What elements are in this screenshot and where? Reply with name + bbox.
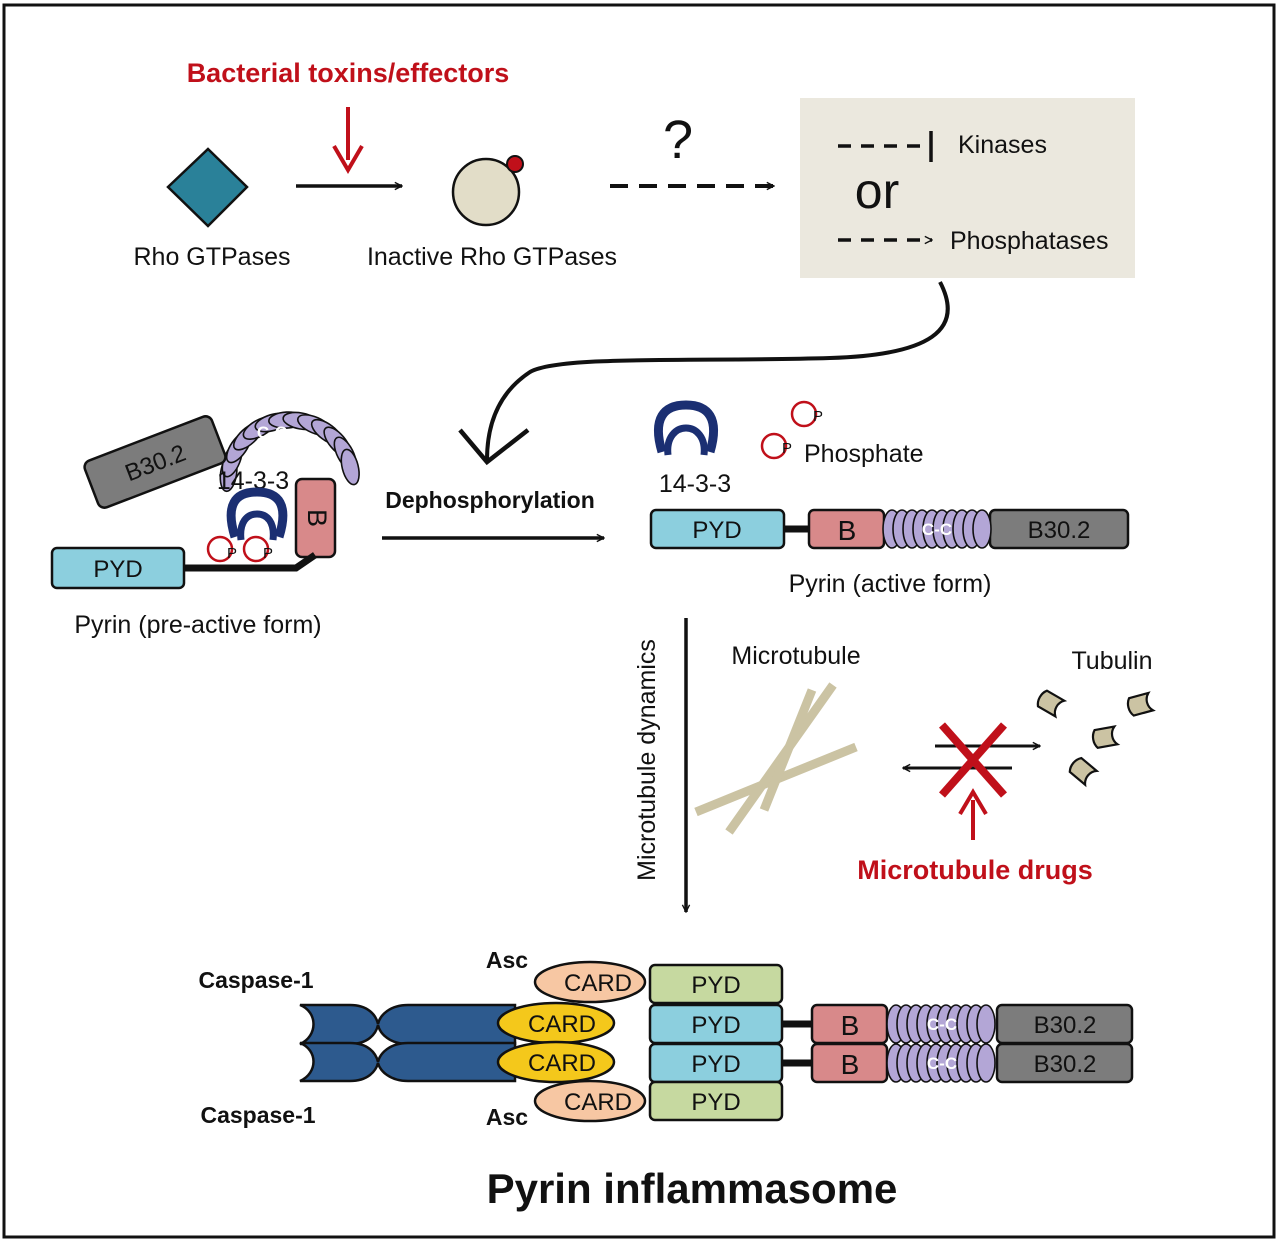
active-b-label: B	[838, 515, 857, 546]
caspase-top-card-label: CARD	[528, 1011, 596, 1038]
drug-block-x-icon	[939, 722, 1007, 798]
preactive-14-3-3-adapter-icon	[226, 487, 288, 539]
free-phosphate-bottom-icon	[760, 432, 788, 460]
tubulin-dimer-icon	[1068, 756, 1100, 788]
asc-bottom-pyd-label: PYD	[691, 1089, 740, 1116]
asc-top-card-oval	[533, 960, 647, 1004]
dephosphorylation-label: Dephosphorylation	[385, 487, 595, 513]
phosphatases-label: Phosphatases	[950, 227, 1108, 255]
preactive-phosphate-1-icon	[206, 535, 234, 563]
preactive-p2-label: P	[263, 545, 273, 562]
pyrin-top-b302-label: B30.2	[1034, 1012, 1097, 1039]
asc-bottom-card-oval	[533, 1079, 647, 1123]
active-cc-label: C-C	[922, 520, 952, 539]
active-pyd-domain	[649, 508, 786, 550]
pyrin-inflammasome-title: Pyrin inflammasome	[487, 1165, 898, 1212]
microtubule-drugs-label: Microtubule drugs	[857, 855, 1093, 885]
caspase-bottom-card-oval	[496, 1040, 616, 1084]
active-pyd-label: PYD	[692, 517, 741, 544]
asc-bottom-label: Asc	[486, 1104, 528, 1130]
microtubule-filaments-icon	[694, 682, 858, 835]
caspase-bottom-card-label: CARD	[528, 1050, 596, 1077]
active-14-3-3-adapter-icon	[653, 400, 719, 454]
pyrin-bottom-coiled-coil-beads	[886, 1043, 996, 1083]
tubulin-dimer-icon	[1036, 689, 1068, 719]
curved-connector-arrow	[485, 281, 950, 461]
asc-top-label: Asc	[486, 947, 528, 973]
preactive-14-3-3-inner-icon	[237, 510, 277, 541]
active-14-3-3-label: 14-3-3	[659, 470, 731, 498]
tubulin-dimer-body	[1126, 691, 1156, 717]
rho-gtpases-label: Rho GTPases	[133, 243, 290, 271]
preactive-b302-domain: B30.2	[83, 415, 227, 509]
pyrin-top-coiled-coil-beads	[886, 1004, 996, 1044]
preactive-caption: Pyrin (pre-active form)	[74, 611, 321, 639]
pyrin-top-cc-label: C-C	[927, 1015, 957, 1034]
free-phosphate-bottom-p: P	[782, 440, 792, 457]
inactive-rho-label: Inactive Rho GTPases	[367, 243, 617, 271]
pyrin-top-b-label: B	[841, 1010, 860, 1041]
bacterial-toxins-label: Bacterial toxins/effectors	[187, 58, 510, 88]
preactive-pyd-domain	[50, 546, 186, 590]
tubulin-dimer-body	[1068, 756, 1100, 788]
active-coiled-coil-beads	[882, 509, 992, 549]
asc-top-card-label: CARD	[564, 970, 632, 997]
caspase-1-bottom-label: Caspase-1	[200, 1102, 315, 1128]
active-b302-label: B30.2	[1028, 517, 1091, 544]
coiled-coil-bead	[976, 1004, 996, 1044]
pyrin-bottom-b-label: B	[841, 1049, 860, 1080]
caspase-1-bottom-shape	[299, 1041, 517, 1083]
caspase-1-top-label: Caspase-1	[198, 967, 313, 993]
microtubule-dynamics-label: Microtubule dynamics	[633, 639, 661, 881]
tubulin-dimer-body	[1036, 689, 1068, 719]
asc-top-pyd	[648, 963, 784, 1005]
kinase-phosphatase-box	[800, 98, 1135, 278]
free-phosphate-top-p: P	[813, 408, 823, 425]
preactive-phosphate-2-icon	[242, 535, 270, 563]
pyrin-active-group: 14-3-3 P P Phosphate PYD B B30.2 C-C Pyr…	[649, 400, 1130, 598]
free-phosphate-top-icon	[790, 400, 818, 428]
asc-top-pyd-label: PYD	[691, 972, 740, 999]
toxin-arrow-head	[332, 144, 364, 174]
coiled-coil-bead	[972, 509, 992, 549]
pyrin-inflammasome-group: Caspase-1 Caspase-1 Asc Asc CARD CARD CA…	[198, 947, 1134, 1212]
tubulin-dimer-icon	[1091, 725, 1121, 749]
inactive-rho-circle-icon	[451, 157, 521, 227]
phosphate-label: Phosphate	[804, 440, 924, 468]
preactive-cc-label: C-C	[257, 423, 287, 442]
pyrin-bottom-b302-label: B30.2	[1034, 1051, 1097, 1078]
preactive-p1-label: P	[227, 545, 237, 562]
asc-bottom-card-label: CARD	[564, 1089, 632, 1116]
asc-bottom-pyd	[648, 1080, 784, 1122]
unknown-mechanism-question-mark: ?	[663, 110, 693, 170]
pyrin-bottom-cc-label: C-C	[927, 1054, 957, 1073]
preactive-b-label: B	[302, 509, 332, 527]
active-14-3-3-inner-icon	[664, 424, 708, 456]
or-label: or	[855, 163, 899, 219]
pyrin-preactive-group: C-C B30.2 14-3-3 B P P PYD Pyrin (pre-ac…	[50, 411, 360, 639]
preactive-linker	[182, 552, 317, 572]
tubulin-dimers-group	[1036, 689, 1156, 788]
red-modification-dot-icon	[506, 155, 524, 173]
pyrin-bottom-b302	[995, 1042, 1134, 1084]
tubulin-label: Tubulin	[1071, 647, 1152, 675]
tubulin-dimer-icon	[1126, 691, 1156, 717]
active-caption: Pyrin (active form)	[789, 570, 992, 598]
preactive-coiled-coil-beads	[219, 411, 360, 493]
microtubule-label: Microtubule	[731, 642, 860, 670]
pyrin-top-pyd-label: PYD	[691, 1012, 740, 1039]
pyrin-bottom-pyd-label: PYD	[691, 1051, 740, 1078]
kinases-label: Kinases	[958, 131, 1047, 159]
curved-connector-arrowhead-icon	[458, 428, 530, 466]
coiled-coil-bead	[976, 1043, 996, 1083]
coiled-coil-bead	[340, 448, 360, 486]
drug-arrow-head	[958, 788, 988, 816]
caspase-1-top-shape	[299, 1003, 517, 1046]
tubulin-dimer-body	[1091, 725, 1121, 749]
rho-gtpase-diamond-icon	[166, 147, 249, 228]
preactive-pyd-label: PYD	[93, 556, 142, 583]
